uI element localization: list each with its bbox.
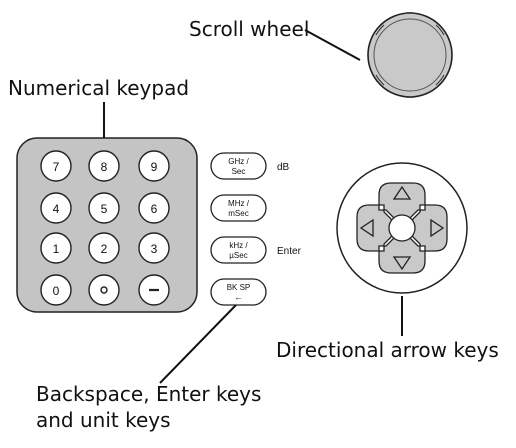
- ghz-sec-key[interactable]: GHz / Sec: [210, 152, 267, 180]
- key-1[interactable]: 1: [40, 232, 72, 264]
- mhz-msec-key[interactable]: MHz / mSec: [210, 194, 267, 222]
- directional-arrow-keys: [336, 162, 468, 294]
- scroll-wheel-leader: [304, 29, 361, 61]
- unit-key-label-1: BK SP: [227, 283, 251, 292]
- key-9[interactable]: 9: [138, 150, 170, 182]
- key-4[interactable]: 4: [40, 192, 72, 224]
- left-arrow-key[interactable]: [359, 218, 374, 238]
- key-3[interactable]: 3: [138, 232, 170, 264]
- directional-keys-callout: Directional arrow keys: [276, 338, 499, 362]
- unit-key-label-1: MHz /: [228, 199, 250, 208]
- left-arrow-icon: [359, 218, 374, 238]
- key-6[interactable]: 6: [138, 192, 170, 224]
- numerical-keypad: 7 8 9 4 5 6 1 2 3 0: [16, 137, 198, 313]
- backspace-key[interactable]: BK SP ←: [210, 278, 267, 306]
- numerical-keypad-callout: Numerical keypad: [8, 76, 190, 100]
- arrow-keys-cross: [356, 182, 448, 274]
- unit-keys: GHz / Sec dB MHz / mSec kHz / µSec Enter…: [210, 152, 302, 306]
- key-label: 1: [53, 242, 60, 256]
- enter-label: Enter: [277, 246, 302, 257]
- key-2[interactable]: 2: [88, 232, 120, 264]
- key-5[interactable]: 5: [88, 192, 120, 224]
- key-decimal-point[interactable]: [88, 274, 120, 306]
- keypad-keys: 7 8 9 4 5 6 1 2 3 0: [40, 150, 170, 306]
- key-minus[interactable]: [138, 274, 170, 306]
- khz-usec-key[interactable]: kHz / µSec: [210, 236, 267, 264]
- unit-key-label-2: µSec: [229, 251, 247, 260]
- unit-keys-leader: [159, 304, 237, 384]
- key-label: 2: [101, 242, 108, 256]
- backspace-arrow-icon: ←: [234, 292, 243, 302]
- key-8[interactable]: 8: [88, 150, 120, 182]
- scroll-wheel-knob: [373, 18, 447, 92]
- key-label: 7: [53, 160, 60, 174]
- up-arrow-icon: [392, 185, 412, 200]
- key-label: 6: [151, 202, 158, 216]
- key-label: 4: [53, 202, 60, 216]
- unit-key-label-1: kHz /: [229, 241, 248, 250]
- center-select-button[interactable]: [388, 214, 416, 242]
- unit-key-label-2: mSec: [228, 209, 248, 218]
- key-label: 3: [151, 242, 158, 256]
- down-arrow-key[interactable]: [392, 256, 412, 271]
- key-label: 0: [53, 284, 60, 298]
- scroll-wheel: [367, 12, 453, 98]
- db-label: dB: [277, 162, 290, 173]
- key-label: 5: [101, 202, 108, 216]
- unit-keys-callout-line-2: and unit keys: [36, 408, 171, 432]
- key-label: 9: [151, 160, 158, 174]
- key-0[interactable]: 0: [40, 274, 72, 306]
- right-arrow-icon: [430, 218, 445, 238]
- scroll-wheel-callout: Scroll wheel: [189, 17, 310, 41]
- unit-keys-callout-line-1: Backspace, Enter keys: [36, 382, 262, 406]
- unit-keys-callout: Backspace, Enter keys and unit keys: [36, 381, 261, 433]
- unit-key-label-2: Sec: [232, 167, 246, 176]
- scroll-wheel-grip-marks: [375, 12, 445, 98]
- decimal-point-icon: [100, 286, 108, 294]
- leader-lines: [103, 29, 403, 384]
- up-arrow-key[interactable]: [392, 185, 412, 200]
- right-arrow-key[interactable]: [430, 218, 445, 238]
- down-arrow-icon: [392, 256, 412, 271]
- unit-key-label-1: GHz /: [228, 157, 249, 166]
- key-label: 8: [101, 160, 108, 174]
- key-7[interactable]: 7: [40, 150, 72, 182]
